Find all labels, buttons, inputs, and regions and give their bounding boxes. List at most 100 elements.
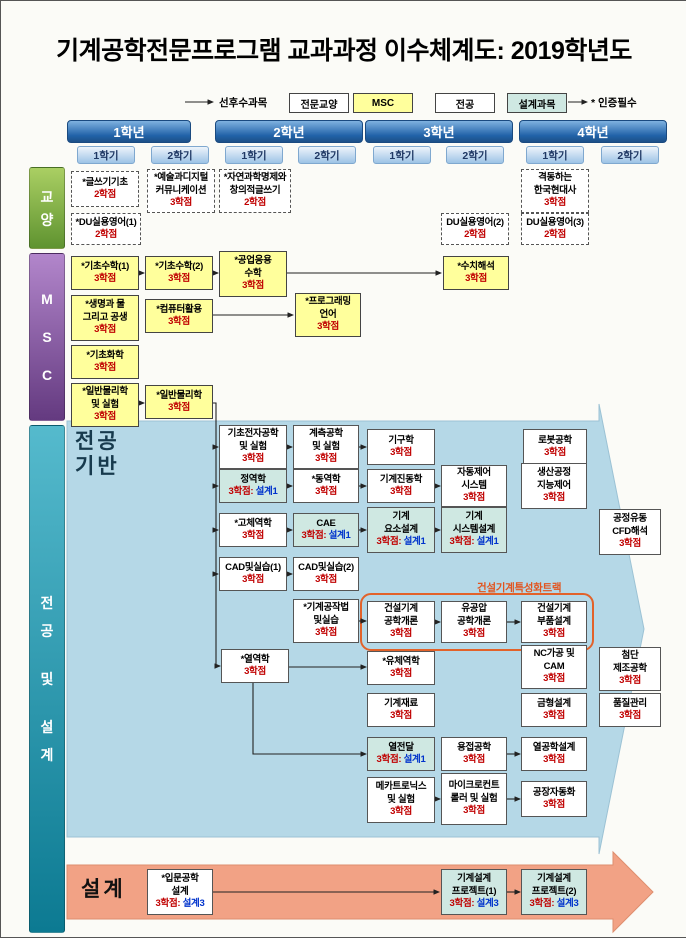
sidebar-char: 및 (40, 671, 54, 687)
course-name: 설계 (171, 885, 189, 897)
course-credit: 3학점 (543, 710, 565, 721)
course-name: 생산공정 (537, 467, 571, 479)
course-name: DU실용영어(3) (526, 216, 584, 228)
course-name: *고체역학 (234, 517, 272, 529)
course-credit: 3학점 (463, 628, 485, 640)
course-name: 롤러 및 실험 (450, 792, 498, 804)
course-name: 시스템설계 (452, 523, 496, 535)
course-name: 정역학 (240, 473, 266, 485)
course-name: CAD및실습(2) (298, 561, 354, 573)
course-design-tag: 설계3 (476, 898, 499, 910)
course-name: *유체역학 (382, 655, 420, 667)
course-credit: 3학점 (619, 538, 641, 550)
course-credit: 3학점 (463, 805, 485, 817)
course-name: 품질관리 (613, 697, 647, 709)
course-name: 부품설계 (537, 615, 571, 627)
course-name: 프로젝트(2) (531, 885, 577, 897)
year-header-1: 1학년 (67, 120, 191, 143)
prereq-arrow (213, 402, 217, 666)
course-credit: 2학점 (464, 229, 486, 240)
course-name: *기초화학 (86, 349, 124, 361)
course-name: 및 실험 (239, 440, 267, 452)
course-name: 한국현대사 (533, 184, 577, 196)
course-credit: 3학점 (390, 668, 412, 679)
course-name: 공학개론 (384, 615, 418, 627)
course-name: CFD해석 (612, 525, 648, 537)
semester-header-2-1: 1학기 (225, 146, 283, 164)
course-credit: 3학점 (543, 754, 565, 765)
course-credit: 3학점: 설계3 (529, 898, 579, 910)
course-name: 제조공학 (613, 662, 647, 674)
course-credit: 3학점: 설계1 (301, 530, 351, 541)
course-name: 공정유동 (613, 513, 647, 525)
course-credit: 3학점 (242, 574, 264, 585)
course-name: 로봇공학 (538, 434, 572, 446)
course-name: 기계설계 (537, 873, 571, 885)
course-design-tag: 설계3 (182, 898, 205, 910)
sidebar-general-education: 교 양 (29, 167, 65, 249)
sidebar-char: 양 (40, 211, 54, 228)
course-design-tag: 설계1 (328, 530, 351, 541)
course-credit: 3학점 (390, 628, 412, 640)
course-design-tag: 설계1 (255, 486, 278, 497)
course-credit: 3학점 (390, 806, 412, 818)
course-box: CAD및실습(2)3학점 (293, 557, 359, 591)
semester-header-1-1: 1학기 (77, 146, 135, 164)
course-name: 격동하는 (538, 172, 572, 184)
course-credit: 3학점 (317, 321, 339, 333)
course-credit: 3학점 (619, 710, 641, 721)
course-name: 메카트로닉스 (375, 781, 427, 793)
course-name: 기계진동학 (379, 473, 423, 485)
course-name: 유공압 (461, 603, 487, 615)
course-box: *DU실용영어(1)2학점 (71, 213, 141, 245)
course-credit: 3학점 (242, 280, 264, 292)
course-name: 요소설계 (384, 523, 418, 535)
sidebar-msc: M S C (29, 253, 65, 421)
course-name: 및실습 (313, 614, 339, 626)
course-name: 지능제어 (537, 479, 571, 491)
course-name: 그리고 공생 (82, 311, 128, 323)
course-credit: 3학점 (390, 486, 412, 497)
course-credit: 3학점 (463, 754, 485, 765)
course-credit: 3학점: 설계1 (228, 486, 278, 497)
major-base-label: 전공 기반 (75, 429, 120, 479)
course-credit: 3학점 (242, 530, 264, 541)
course-box: DU실용영어(2)2학점 (441, 213, 509, 245)
course-name: NC가공 및 (533, 648, 575, 660)
course-credit: 3학점 (242, 453, 264, 465)
course-credit: 3학점: 설계1 (376, 754, 426, 765)
course-credit: 3학점 (94, 324, 116, 336)
course-name: 열공학설계 (532, 741, 576, 753)
course-credit: 3학점 (244, 666, 266, 677)
course-name: CAM (543, 660, 565, 672)
sidebar-char: S (42, 329, 52, 345)
